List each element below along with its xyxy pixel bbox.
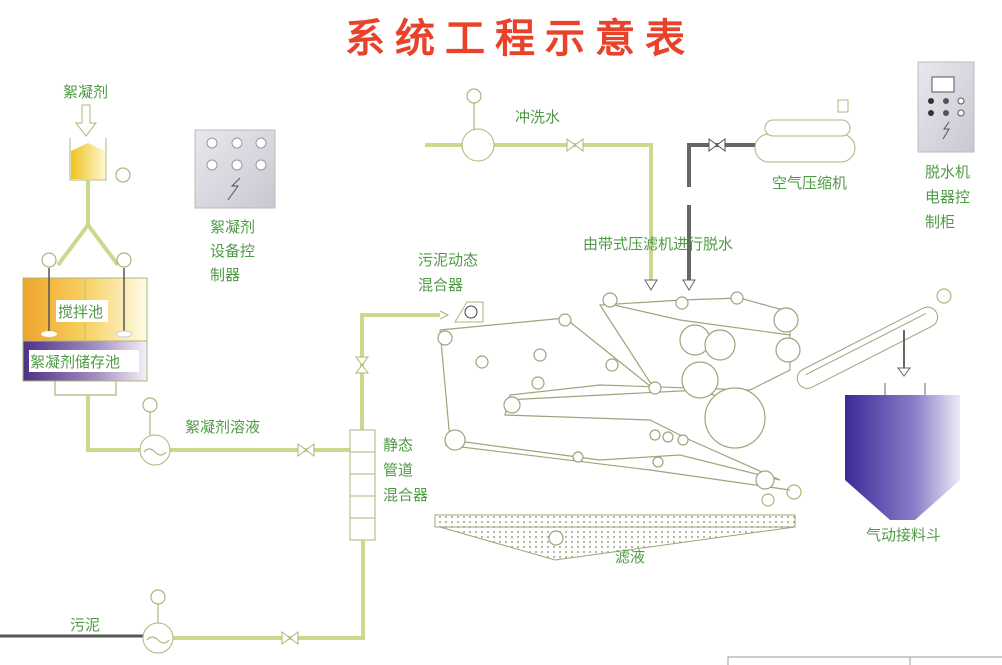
controller-label: 制器 — [210, 266, 240, 284]
filtrate-tray — [434, 514, 796, 528]
control-cabinet — [917, 61, 975, 153]
lightning-icon — [942, 121, 950, 140]
compressor-top — [764, 119, 851, 137]
feed-pipe — [56, 180, 120, 267]
static-mixer-label: 静态 — [383, 436, 413, 454]
valve-icon[interactable] — [297, 443, 315, 457]
agitator-blade-icon — [115, 330, 133, 338]
air-pipe — [687, 143, 755, 285]
dynamic-mixer-label: 污泥动态 — [418, 251, 478, 269]
air-compressor — [754, 133, 856, 163]
pneumatic-hopper — [845, 395, 960, 520]
page-title: 系统工程示意表 — [345, 16, 695, 62]
dynamic-mixer-label: 混合器 — [418, 276, 463, 294]
sludge-pump-icon — [142, 622, 174, 654]
static-mixer — [349, 429, 376, 541]
valve-icon[interactable] — [708, 138, 726, 152]
gauge-icon — [142, 397, 158, 413]
wash-pump-icon — [461, 128, 495, 162]
tank-outlet — [54, 381, 117, 396]
air-compressor-label: 空气压缩机 — [772, 174, 847, 192]
controller-label: 设备控 — [210, 242, 255, 260]
controller-label: 絮凝剂 — [210, 218, 255, 236]
mixer-motor-icon — [41, 252, 57, 268]
mixing-tank-label: 搅拌池 — [58, 303, 103, 321]
label-bg — [56, 300, 108, 322]
arrow-icon — [897, 367, 911, 377]
label-bg — [29, 350, 139, 372]
belt-filter-press — [437, 291, 801, 491]
pump-wave — [143, 448, 167, 456]
wash-water-label: 冲洗水 — [515, 108, 560, 126]
gauge-icon — [786, 484, 802, 500]
motor-icon — [464, 305, 478, 319]
dewatering-label: 由带式压滤机进行脱水 — [583, 235, 733, 253]
mixed-pipe — [360, 313, 440, 430]
gauge-icon — [936, 288, 952, 304]
agitator-blade-icon — [41, 331, 57, 337]
filtrate-label: 滤液 — [615, 548, 645, 566]
mixer-segments — [350, 451, 375, 519]
gauge-icon — [837, 99, 849, 113]
cabinet-display — [931, 76, 955, 93]
sludge-label: 污泥 — [70, 616, 100, 634]
sludge-pipe — [173, 540, 365, 640]
solution-label: 絮凝剂溶液 — [185, 418, 260, 436]
wash-water-pipe — [425, 143, 653, 285]
hopper-inlet — [884, 383, 926, 395]
cake-conveyor — [796, 306, 939, 389]
cabinet-label: 脱水机 — [925, 163, 970, 181]
flocculant-label: 絮凝剂 — [63, 83, 108, 101]
table-border — [727, 656, 1002, 665]
cabinet-label: 电器控 — [925, 188, 970, 206]
controller-buttons — [206, 137, 267, 171]
static-mixer-label: 管道 — [383, 461, 413, 479]
arrow-icon — [682, 279, 696, 291]
hopper-label: 气动接料斗 — [866, 526, 941, 544]
static-mixer-label: 混合器 — [383, 486, 428, 504]
storage-tank-label: 絮凝剂储存池 — [30, 353, 120, 371]
gauge-icon — [115, 167, 131, 183]
valve-icon[interactable] — [355, 356, 369, 374]
pump-wave — [146, 636, 170, 644]
hopper-fill — [71, 143, 105, 179]
arrow-icon — [439, 310, 450, 320]
solution-pipe — [86, 395, 350, 452]
mixer-motor-icon — [116, 252, 132, 268]
gauge-icon — [466, 88, 482, 104]
gauge-icon — [761, 493, 775, 507]
valve-icon[interactable] — [566, 138, 584, 152]
feed-arrow-icon — [74, 104, 98, 137]
cabinet-label: 制柜 — [925, 213, 955, 231]
filtrate-funnel — [439, 526, 796, 561]
valve-icon[interactable] — [281, 631, 299, 645]
cabinet-buttons — [928, 97, 965, 117]
gauge-icon — [150, 589, 166, 605]
drain-icon — [548, 530, 564, 546]
arrow-icon — [644, 279, 658, 291]
lightning-icon — [227, 177, 241, 201]
dosing-pump-icon — [139, 434, 171, 466]
